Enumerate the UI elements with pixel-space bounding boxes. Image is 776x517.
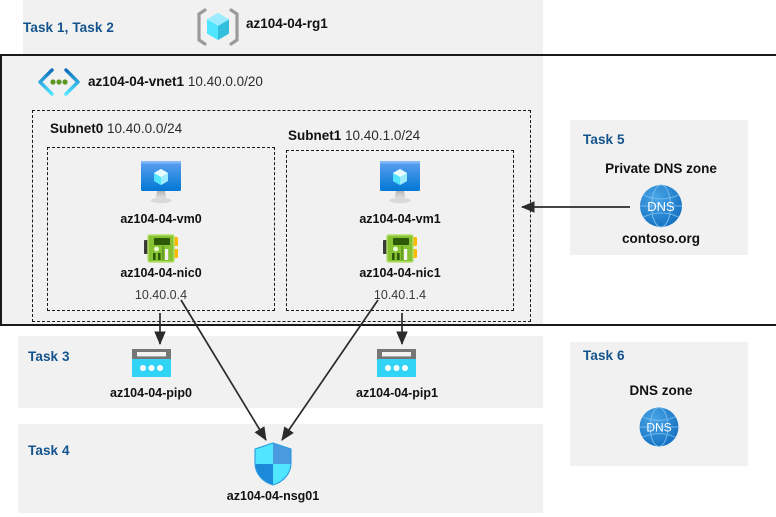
vm0-label: az104-04-vm0 [120, 212, 202, 226]
nic1-label: az104-04-nic1 [359, 266, 441, 280]
subnet0-cidr: 10.40.0.0/24 [107, 121, 183, 136]
public-ip-address-icon [129, 346, 174, 382]
network-security-group-icon [252, 441, 294, 487]
vm1-label: az104-04-vm1 [359, 212, 441, 226]
subnet1-cidr: 10.40.1.0/24 [345, 128, 421, 143]
nic0-ip: 10.40.0.4 [134, 288, 188, 302]
vnet-name: az104-04-vnet1 [88, 74, 185, 89]
virtual-machine-icon [374, 158, 426, 206]
resource-group-name: az104-04-rg1 [246, 16, 328, 31]
subnet0-box [47, 147, 275, 311]
dns-icon-text: DNS [647, 199, 675, 214]
dns-zone-icon: DNS [634, 182, 688, 230]
task-label-3: Task 3 [28, 349, 70, 364]
nic0-label: az104-04-nic0 [120, 266, 202, 280]
subnet1-title: Subnet1 10.40.1.0/24 [288, 128, 420, 143]
task5-zone-name: contoso.org [622, 231, 700, 246]
pip0-label: az104-04-pip0 [110, 386, 192, 400]
dns-zone-icon: DNS [634, 404, 684, 450]
nic1-ip: 10.40.1.4 [373, 288, 427, 302]
task-label-5: Task 5 [583, 132, 625, 147]
subnet0-title: Subnet0 10.40.0.0/24 [50, 121, 182, 136]
task-label-4: Task 4 [28, 443, 70, 458]
task5-heading: Private DNS zone [605, 161, 717, 176]
task-label-6: Task 6 [583, 348, 625, 363]
resource-group-header [23, 0, 543, 54]
public-ip-address-icon [374, 346, 419, 382]
subnet1-box [286, 150, 514, 311]
resource-group-boundary [0, 54, 776, 326]
virtual-machine-icon [135, 158, 187, 206]
resource-group-name-title: az104-04-rg1 [246, 16, 328, 31]
nsg-label: az104-04-nsg01 [226, 489, 320, 503]
virtual-network-icon [36, 68, 82, 96]
task6-heading: DNS zone [629, 383, 693, 398]
task3-panel [18, 336, 543, 408]
network-interface-icon [143, 232, 179, 266]
network-interface-icon [382, 232, 418, 266]
subnet0-name: Subnet0 [50, 121, 104, 136]
resource-group-boundary-left [0, 54, 2, 326]
vnet-title: az104-04-vnet1 10.40.0.0/20 [88, 74, 263, 89]
resource-group-icon [196, 6, 240, 48]
vnet-panel [2, 56, 543, 324]
vnet-cidr: 10.40.0.0/20 [187, 74, 263, 89]
dns-icon-text: DNS [646, 421, 671, 435]
subnet1-name: Subnet1 [288, 128, 342, 143]
pip1-label: az104-04-pip1 [356, 386, 438, 400]
task-label-1-2: Task 1, Task 2 [23, 20, 114, 35]
